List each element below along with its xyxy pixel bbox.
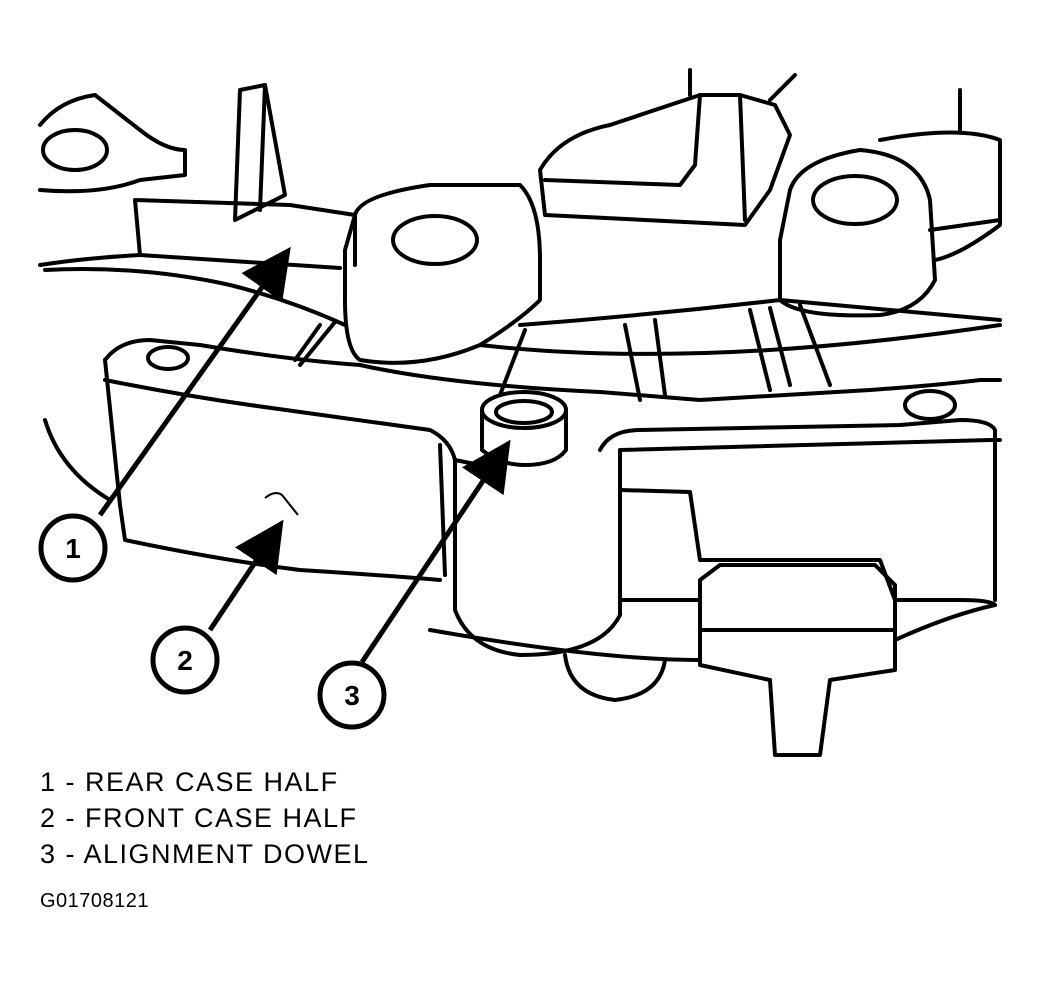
alignment-dowel bbox=[480, 390, 568, 467]
callout-2: 2 bbox=[150, 625, 220, 695]
leader-arrows bbox=[97, 246, 511, 664]
bolt-hole-right bbox=[811, 174, 899, 226]
legend-item-rear-case-half: 1 - REAR CASE HALF bbox=[40, 767, 339, 797]
leader-arrow-2 bbox=[207, 519, 284, 632]
callout-number-2: 2 bbox=[177, 645, 193, 676]
upper-left-flange bbox=[38, 93, 187, 194]
right-bolt-boss bbox=[778, 148, 937, 318]
bolt-hole-center bbox=[391, 214, 479, 266]
legend-item-front-case-half: 2 - FRONT CASE HALF bbox=[40, 803, 358, 833]
bolt-hole-upper-left bbox=[41, 128, 109, 172]
figure-id: G01708121 bbox=[40, 890, 150, 912]
callout-number-1: 1 bbox=[65, 533, 81, 564]
lower-round-boss bbox=[563, 653, 667, 702]
callout-3: 3 bbox=[317, 660, 387, 730]
callout-1: 1 bbox=[38, 513, 108, 583]
case-mating-seam bbox=[518, 298, 1002, 327]
lower-boss bbox=[698, 563, 897, 757]
bolt-hole-front-right bbox=[903, 389, 957, 421]
left-shaft bbox=[233, 83, 287, 222]
front-case-right-lobe bbox=[453, 438, 1002, 657]
lower-plate bbox=[618, 488, 997, 607]
parts-legend: 1 - REAR CASE HALF 2 - FRONT CASE HALF 3… bbox=[40, 764, 370, 872]
leader-arrow-3 bbox=[359, 439, 511, 664]
leader-arrow-1 bbox=[97, 246, 291, 517]
front-case-body bbox=[103, 338, 1002, 402]
rear-case-flange bbox=[133, 198, 357, 270]
callout-number-3: 3 bbox=[344, 680, 360, 711]
surface-mark bbox=[264, 492, 299, 516]
center-bolt-boss bbox=[343, 183, 542, 365]
top-block bbox=[538, 93, 792, 227]
case-illustration bbox=[38, 68, 1002, 757]
bolt-hole-front-left bbox=[146, 345, 190, 371]
legend-item-alignment-dowel: 3 - ALIGNMENT DOWEL bbox=[40, 839, 370, 869]
